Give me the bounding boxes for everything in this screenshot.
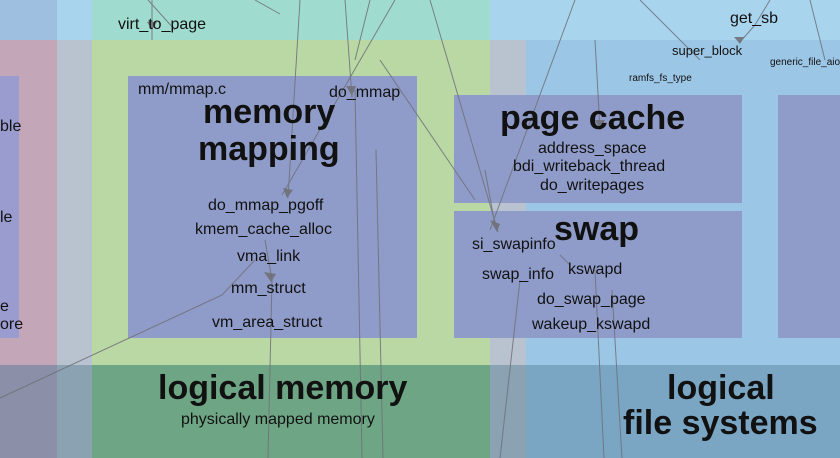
- symbol-ramfs-fs-type[interactable]: ramfs_fs_type: [629, 73, 692, 84]
- logical-memory-title: logical memory: [158, 369, 408, 407]
- call-line: [559, 254, 571, 266]
- call-line: [254, 0, 281, 15]
- logical-file-systems-title-2: file systems: [623, 404, 818, 442]
- memory-mapping-title-2: mapping: [198, 130, 340, 168]
- memory-bottom-band: [92, 365, 490, 458]
- call-line: [344, 0, 353, 99]
- function-bdi-writeback-thread[interactable]: bdi_writeback_thread: [513, 158, 666, 175]
- call-line: [375, 149, 384, 458]
- right-edge-panel: [778, 95, 840, 338]
- logical-file-systems-title-1: logical: [667, 369, 775, 407]
- call-line: [429, 0, 499, 233]
- call-line: [611, 289, 623, 458]
- function-get-sb[interactable]: get_sb: [730, 10, 779, 27]
- function-kswapd[interactable]: kswapd: [568, 261, 623, 278]
- memory-mapping-title-1: memory: [203, 93, 336, 131]
- call-line: [0, 294, 223, 399]
- call-line: [281, 0, 396, 196]
- logical-memory-subtitle: physically mapped memory: [181, 411, 375, 428]
- source-file-mmap[interactable]: mm/mmap.c: [138, 81, 226, 98]
- arrow-head: [264, 272, 276, 282]
- arrow-head: [283, 188, 293, 198]
- left-fragment-2: le: [0, 209, 13, 226]
- left-panel: [0, 76, 19, 338]
- call-line: [754, 0, 771, 26]
- function-si-swapinfo[interactable]: si_swapinfo: [472, 236, 556, 253]
- call-line: [147, 0, 176, 31]
- call-line: [379, 59, 476, 201]
- left-column-top: [0, 0, 57, 40]
- swap-title: swap: [554, 210, 640, 248]
- struct-super-block[interactable]: super_block: [672, 43, 743, 58]
- memory-top-band: [92, 0, 490, 40]
- function-do-swap-page[interactable]: do_swap_page: [537, 291, 646, 308]
- arrow-head: [734, 37, 744, 44]
- page-cache-panel: [454, 95, 742, 203]
- call-line: [499, 279, 521, 458]
- fs-top-band: [526, 0, 840, 40]
- call-line: [354, 0, 371, 61]
- struct-vm-area-struct[interactable]: vm_area_struct: [212, 314, 323, 331]
- call-line: [354, 89, 363, 458]
- left-fragment-3: e: [0, 298, 9, 315]
- function-do-writepages[interactable]: do_writepages: [540, 177, 645, 194]
- function-do-mmap-pgoff[interactable]: do_mmap_pgoff: [208, 197, 324, 214]
- function-kmem-cache-alloc[interactable]: kmem_cache_alloc: [195, 221, 332, 238]
- call-line: [267, 279, 273, 458]
- memory-mapping-panel: [128, 76, 417, 338]
- function-wakeup-kswapd[interactable]: wakeup_kswapd: [532, 316, 651, 333]
- gap-left-top: [57, 0, 92, 40]
- arrow-head: [595, 120, 605, 130]
- call-line: [484, 169, 496, 226]
- left-fragment-4: ore: [0, 316, 24, 333]
- call-line: [489, 0, 576, 231]
- arrow-head: [346, 86, 356, 96]
- page-cache-title: page cache: [500, 99, 686, 137]
- struct-address-space[interactable]: address_space: [538, 140, 647, 157]
- arrow-head: [147, 22, 157, 30]
- function-do-mmap[interactable]: do_mmap: [329, 84, 401, 101]
- function-vma-link[interactable]: vma_link: [237, 248, 301, 265]
- fs-bottom-band: [526, 365, 840, 458]
- struct-mm-struct[interactable]: mm_struct: [231, 280, 306, 297]
- gap-left-bottom: [57, 365, 92, 458]
- left-column-bottom: [0, 365, 57, 458]
- function-virt-to-page[interactable]: virt_to_page: [118, 16, 207, 33]
- gap-mid-top: [490, 0, 526, 40]
- call-line: [594, 39, 601, 131]
- left-fragment-1: ble: [0, 118, 22, 135]
- arrow-head: [490, 220, 500, 232]
- swap-panel: [454, 211, 742, 338]
- call-line: [639, 0, 701, 61]
- call-line: [287, 0, 301, 199]
- call-line: [221, 259, 256, 296]
- function-generic-file-aio[interactable]: generic_file_aio_: [770, 57, 840, 68]
- gap-mid-bottom: [490, 365, 526, 458]
- call-line: [594, 269, 605, 458]
- struct-swap-info[interactable]: swap_info: [482, 266, 555, 283]
- call-line: [809, 0, 826, 61]
